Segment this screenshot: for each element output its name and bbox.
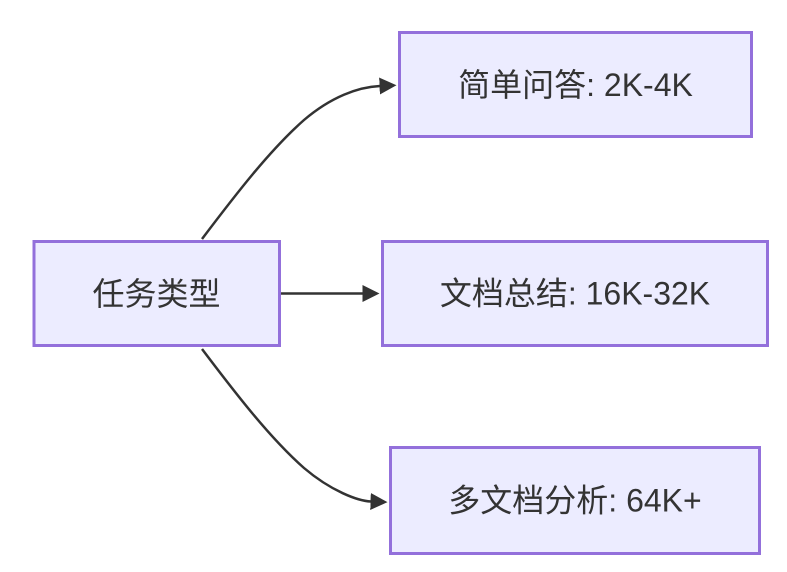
node-simple-qa-label: 简单问答: 2K-4K xyxy=(458,67,693,103)
node-multi-doc: 多文档分析: 64K+ xyxy=(389,446,761,555)
node-multi-doc-box xyxy=(389,446,761,555)
edge-task-type-to-simple-qa xyxy=(201,77,397,240)
node-doc-summary: 文档总结: 16K-32K xyxy=(381,240,769,347)
edge-task-type-to-multi-doc xyxy=(201,348,388,510)
node-task-type-box xyxy=(32,240,281,347)
node-doc-summary-label: 文档总结: 16K-32K xyxy=(440,276,710,312)
node-multi-doc-label: 多文档分析: 64K+ xyxy=(448,483,701,519)
node-simple-qa: 简单问答: 2K-4K xyxy=(398,31,753,138)
node-simple-qa-box xyxy=(398,31,753,138)
node-task-type-label: 任务类型 xyxy=(92,276,220,312)
node-task-type: 任务类型 xyxy=(32,240,281,347)
node-doc-summary-box xyxy=(381,240,769,347)
